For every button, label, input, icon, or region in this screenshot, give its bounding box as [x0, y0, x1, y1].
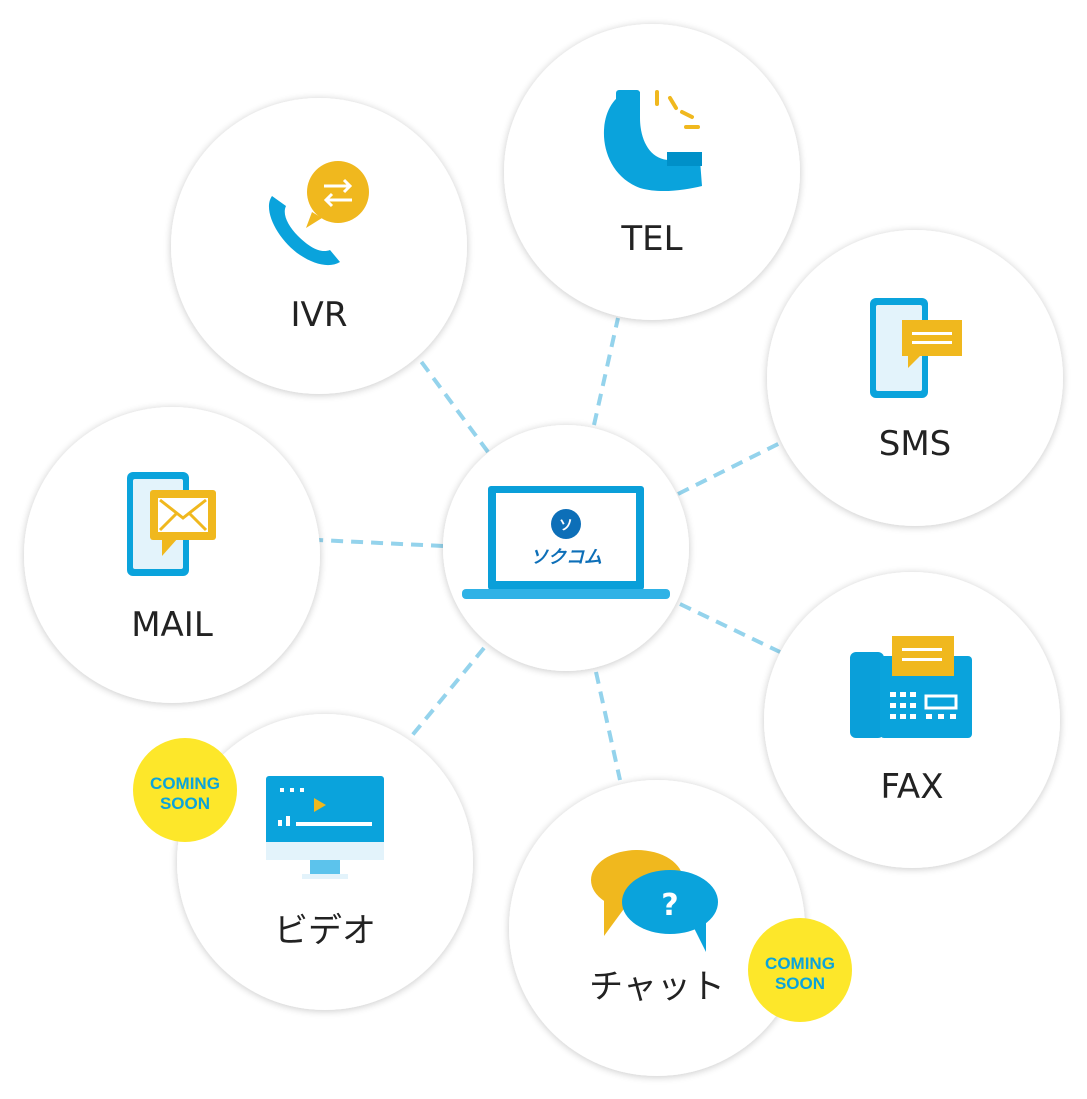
ivr-label: IVR — [291, 295, 348, 335]
mail-label: MAIL — [131, 605, 213, 645]
chat-label: チャット — [589, 967, 725, 1007]
svg-text:COMING: COMING — [765, 954, 835, 973]
connector-lines — [317, 317, 781, 781]
ivr-circle[interactable] — [171, 98, 467, 394]
video-label: ビデオ — [274, 911, 376, 951]
coming-soon-badge-video: COMING SOON — [133, 738, 237, 842]
mail-icon — [127, 472, 216, 576]
video-monitor-icon — [266, 776, 384, 879]
fax-label: FAX — [881, 767, 944, 807]
logo-text: ソクコム — [530, 547, 602, 568]
laptop-icon: ソ ソクコム — [462, 486, 670, 599]
ivr-icon — [268, 161, 369, 266]
sms-icon — [870, 298, 962, 398]
phone-icon — [603, 90, 702, 192]
svg-text:SOON: SOON — [775, 974, 825, 993]
coming-soon-badge-chat: COMING SOON — [748, 918, 852, 1022]
logo-mark: ソ — [559, 518, 573, 534]
tel-label: TEL — [620, 219, 682, 259]
svg-text:COMING: COMING — [150, 774, 220, 793]
chat-icon: ? — [591, 850, 718, 952]
svg-text:?: ? — [661, 888, 678, 923]
svg-text:SOON: SOON — [160, 794, 210, 813]
logo-mark-icon — [551, 509, 581, 539]
sms-label: SMS — [879, 424, 952, 464]
fax-icon — [850, 636, 972, 738]
